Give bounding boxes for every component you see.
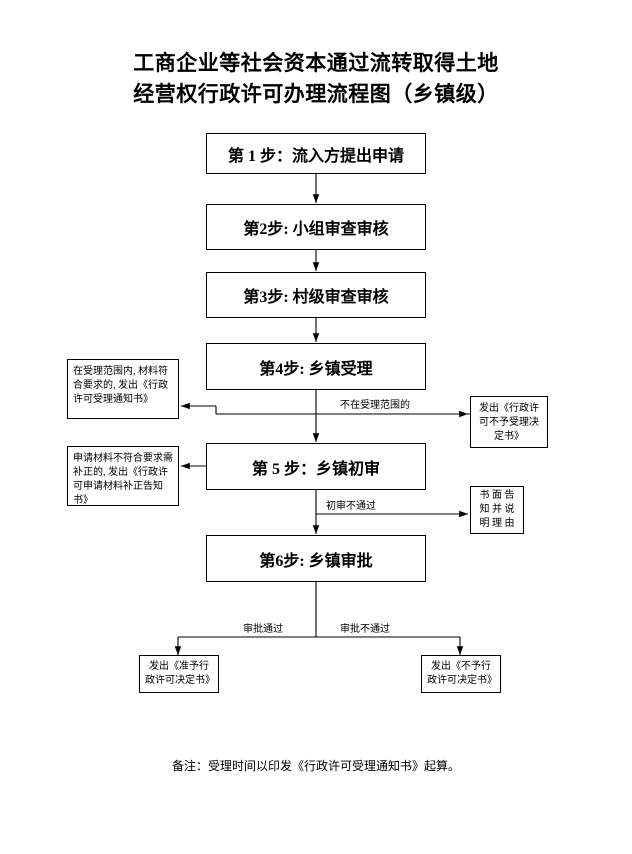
footer-note: 备注：受理时间以印发《行政许可受理通知书》起算。 (0, 757, 632, 774)
note-written-notice[interactable]: 书 面 告 知 并 说 明 理 由 (470, 486, 524, 534)
edge-label-not-in-scope: 不在受理范围的 (340, 400, 410, 411)
step-box-1-label: 第 1 步：流入方提出申请 (227, 147, 404, 165)
note-approval-denied[interactable]: 发出《不予行政许可决定书》 (421, 655, 501, 693)
step-box-6[interactable]: 第6步: 乡镇审批 (206, 535, 426, 582)
page-title: 工商企业等社会资本通过流转取得土地 经营权行政许可办理流程图（乡镇级） (0, 48, 632, 110)
step-box-1[interactable]: 第 1 步：流入方提出申请 (206, 133, 426, 174)
note-not-accept-decision-label: 发出《行政许可不予受理决定书》 (479, 403, 539, 442)
page-title-line-2: 经营权行政许可办理流程图（乡镇级） (133, 82, 499, 106)
note-accept-in-scope-label: 在受理范围内, 材料符合要求的, 发出《行政许可受理通知书》 (73, 366, 168, 405)
step-box-4[interactable]: 第4步: 乡镇受理 (206, 343, 426, 390)
step-box-2-label: 第2步: 小组审查审核 (243, 221, 389, 238)
step-box-2[interactable]: 第2步: 小组审查审核 (206, 204, 426, 250)
note-accept-in-scope[interactable]: 在受理范围内, 材料符合要求的, 发出《行政许可受理通知书》 (67, 359, 179, 419)
edge-label-approval-fail: 审批不通过 (340, 624, 390, 635)
step-box-6-label: 第6步: 乡镇审批 (259, 552, 373, 570)
step-box-5[interactable]: 第 5 步：乡镇初审 (206, 443, 426, 490)
edge-label-approval-pass: 审批通过 (243, 624, 283, 635)
page-title-line-1: 工商企业等社会资本通过流转取得土地 (133, 51, 499, 75)
note-approval-denied-label: 发出《不予行政许可决定书》 (427, 661, 497, 686)
step-box-4-label: 第4步: 乡镇受理 (259, 360, 373, 378)
note-supplement-materials[interactable]: 申请材料不符合要求需补正的, 发出《行政许可申请材料补正告知书》 (67, 446, 179, 506)
note-approval-granted-label: 发出《准予行政许可决定书》 (145, 661, 215, 686)
step-box-3[interactable]: 第3步: 村级审查审核 (206, 272, 426, 318)
edge-label-first-review-fail: 初审不通过 (326, 501, 376, 512)
step-box-5-label: 第 5 步：乡镇初审 (251, 460, 380, 478)
note-supplement-materials-label: 申请材料不符合要求需补正的, 发出《行政许可申请材料补正告知书》 (73, 453, 173, 506)
note-approval-granted[interactable]: 发出《准予行政许可决定书》 (139, 655, 219, 693)
step-box-3-label: 第3步: 村级审查审核 (243, 289, 389, 306)
note-not-accept-decision[interactable]: 发出《行政许可不予受理决定书》 (470, 396, 548, 448)
note-written-notice-label: 书 面 告 知 并 说 明 理 由 (479, 490, 515, 529)
footer-note-label: 备注：受理时间以印发《行政许可受理通知书》起算。 (171, 759, 460, 773)
